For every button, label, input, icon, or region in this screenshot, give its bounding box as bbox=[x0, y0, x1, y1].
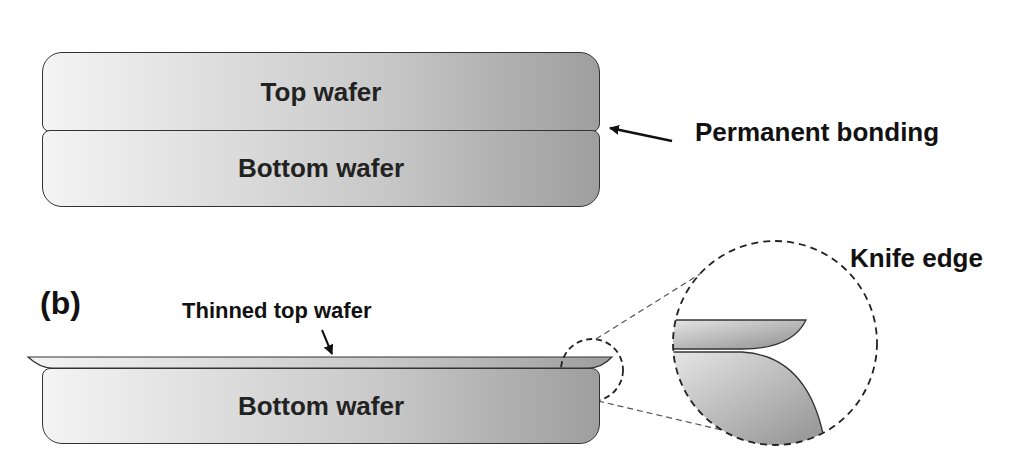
callout-label: Thinned top wafer bbox=[182, 298, 371, 324]
wafer-label: Bottom wafer bbox=[238, 391, 404, 422]
wafer-box: Bottom wafer bbox=[42, 368, 600, 444]
callout-label: Permanent bonding bbox=[695, 117, 939, 148]
callout-label: Knife edge bbox=[850, 243, 983, 274]
wafer-box: Bottom wafer bbox=[42, 130, 600, 207]
thinned-wafer bbox=[28, 357, 612, 368]
callout-label: (b) bbox=[40, 285, 81, 322]
leader-arrow bbox=[322, 330, 332, 354]
wafer-label: Top wafer bbox=[261, 77, 382, 108]
wafer-label: Bottom wafer bbox=[238, 153, 404, 184]
leader-arrow bbox=[610, 128, 672, 141]
magnify-circle bbox=[673, 241, 877, 445]
wafer-box: Top wafer bbox=[42, 52, 600, 132]
magnified-view bbox=[660, 320, 826, 450]
